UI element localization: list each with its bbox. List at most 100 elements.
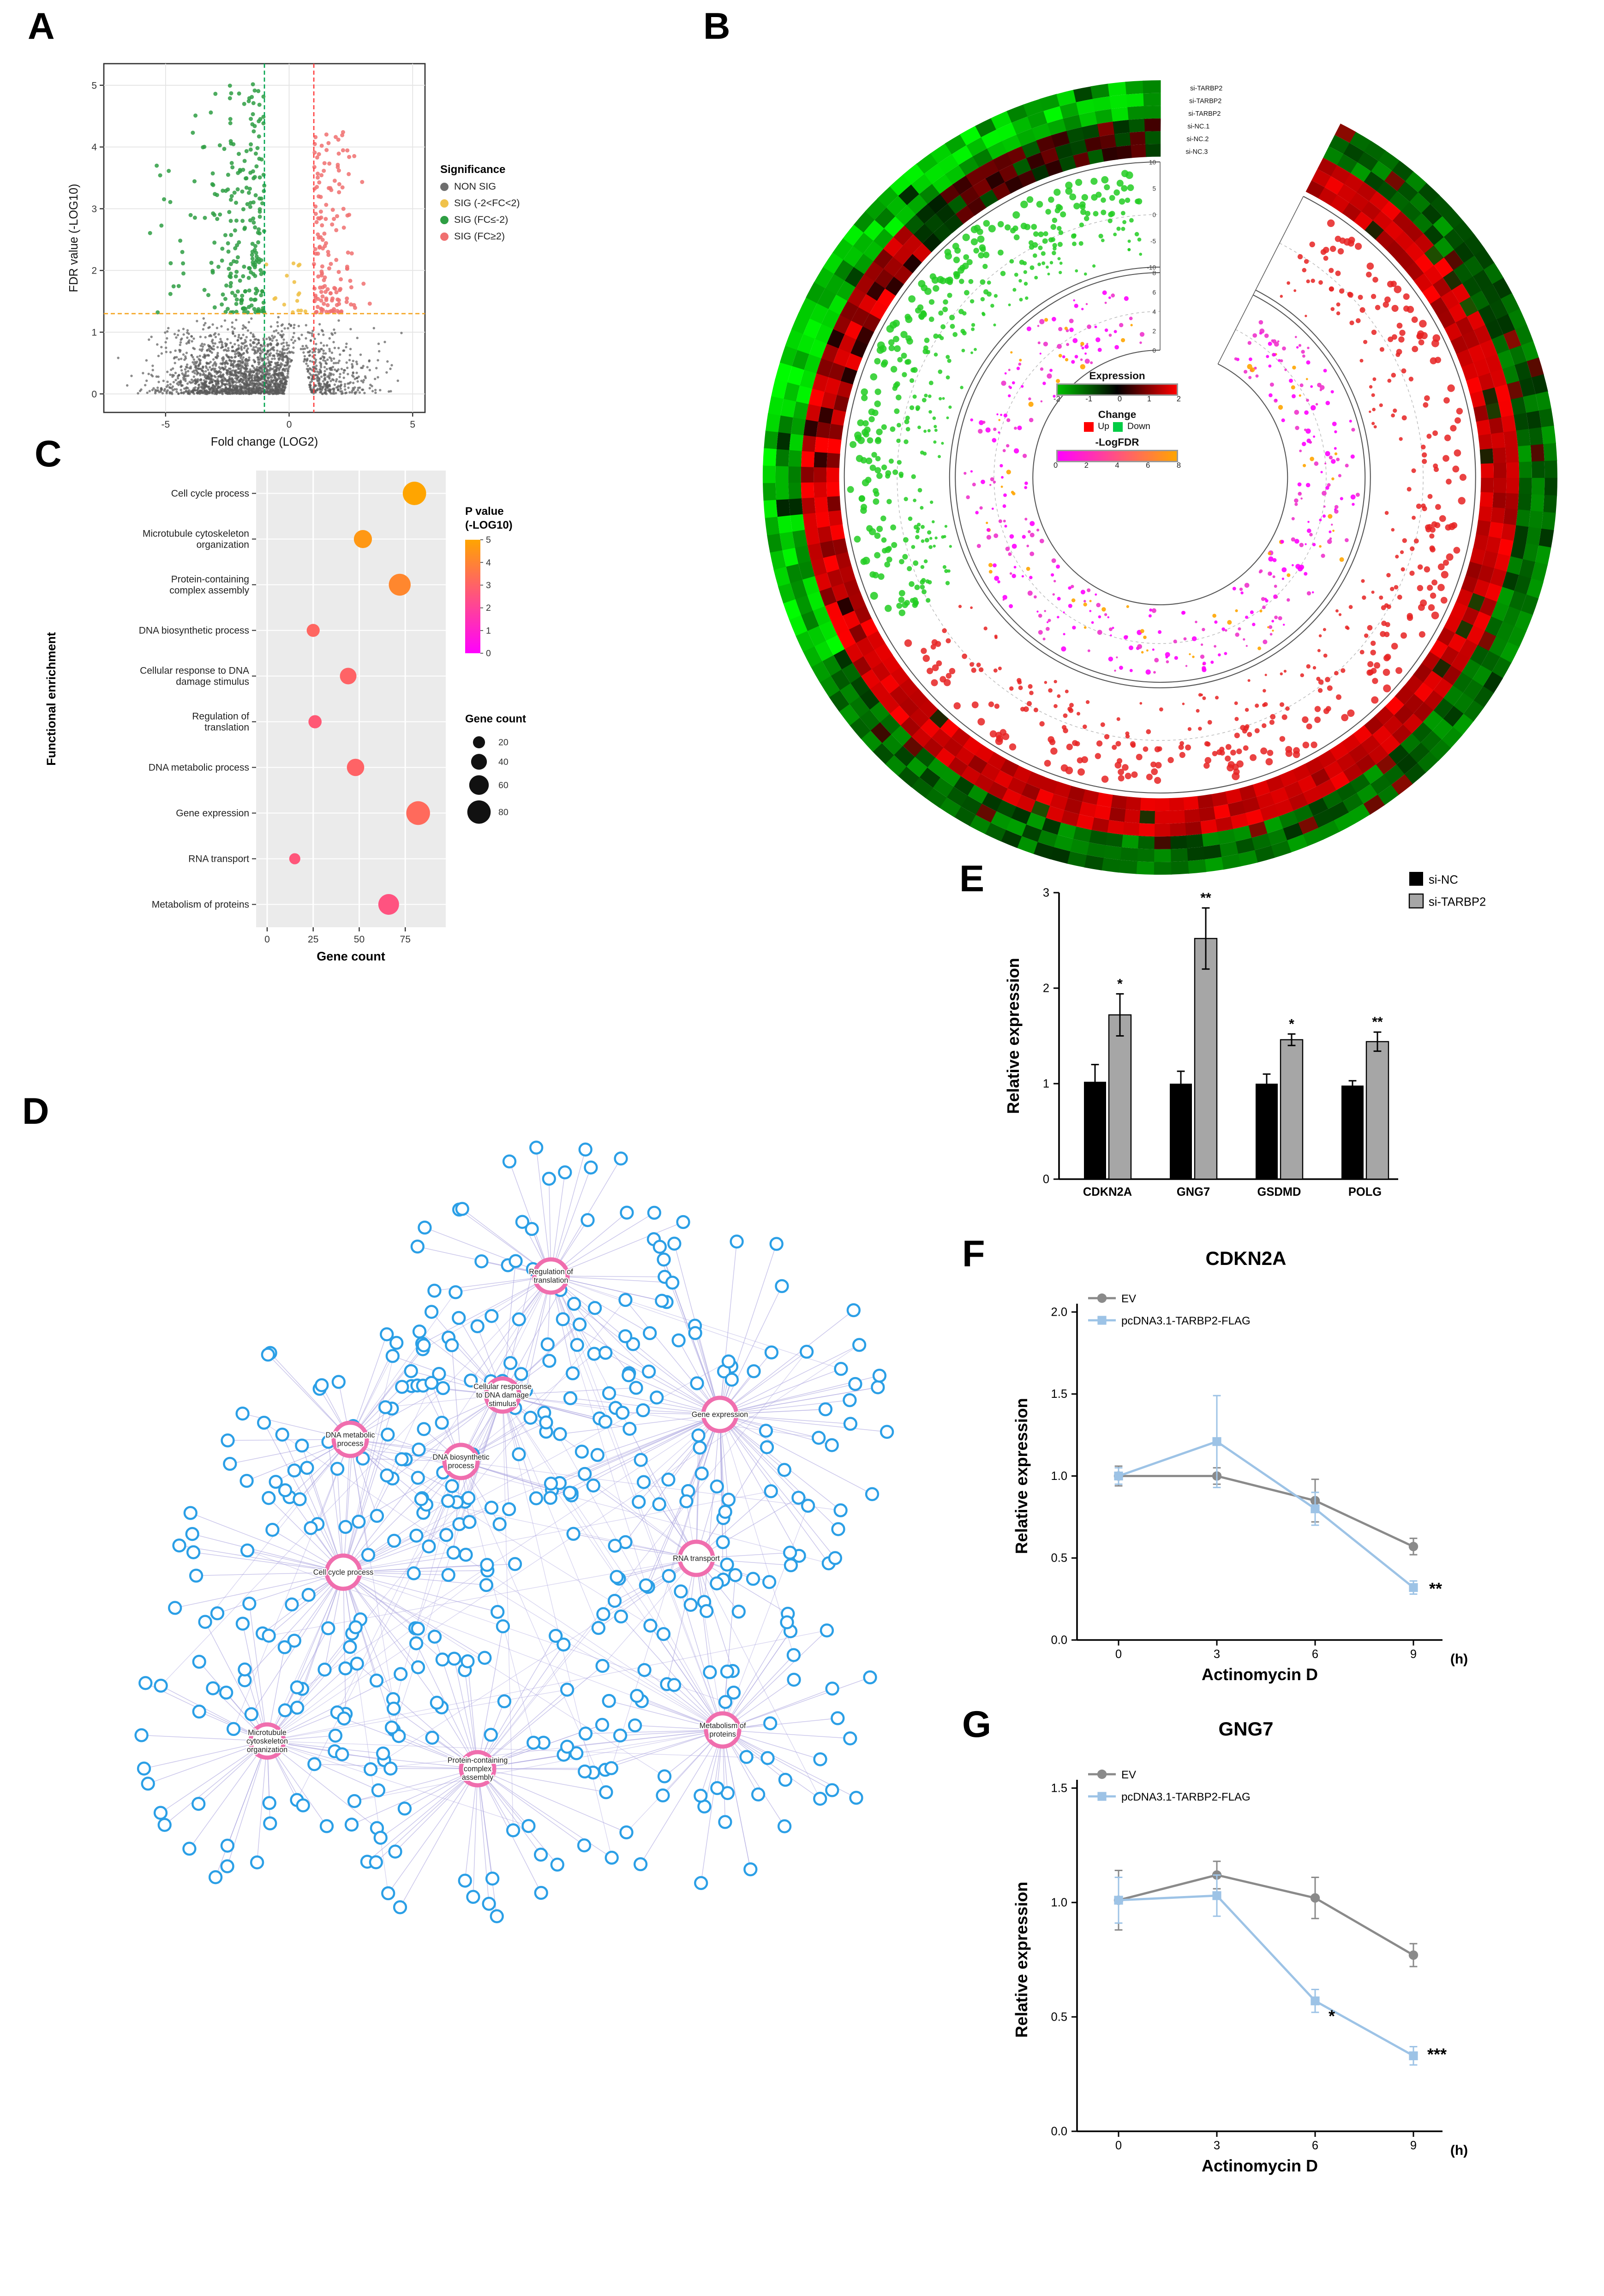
circos-inner-scale-tick: 2 xyxy=(1152,328,1156,334)
bar-si-tarbp2 xyxy=(1281,1040,1303,1179)
pvalue-tick: 1 xyxy=(486,626,491,636)
volcano-legend-item: NON SIG xyxy=(440,180,604,192)
circos-inner-scale-tick: 4 xyxy=(1152,308,1156,315)
svg-text:5: 5 xyxy=(91,80,97,91)
circos-inner-scale-tick: 6 xyxy=(1152,289,1156,296)
circos-sample-label: si-NC.3 xyxy=(1185,149,1208,156)
line-ylabel: Relative expression xyxy=(1012,1882,1031,2038)
change-swatch-icon xyxy=(1084,422,1094,432)
volcano-ylabel: FDR value (-LOG10) xyxy=(67,184,80,292)
bubble-category-label: Microtubule cytoskeleton xyxy=(143,529,249,539)
size-legend-tick: 80 xyxy=(498,807,509,817)
circos-inner-scale-tick: 8 xyxy=(1152,269,1156,276)
bar-category-label: CDKN2A xyxy=(1083,1186,1132,1199)
bubble-point xyxy=(403,482,426,505)
legend-dot-icon xyxy=(440,232,449,240)
bubble-point xyxy=(340,668,357,685)
legend-dot-icon xyxy=(440,182,449,191)
panel-label-f: F xyxy=(962,1236,985,1273)
bar-si-tarbp2 xyxy=(1109,1015,1131,1179)
bubble-point xyxy=(307,624,320,637)
volcano-legend-label: SIG (FC≤-2) xyxy=(454,213,508,226)
bubble-point xyxy=(347,759,365,776)
bubble-color-legend-title: P value xyxy=(465,505,504,518)
logfdr-tick: 0 xyxy=(1053,462,1058,471)
volcano-legend-title: Significance xyxy=(440,163,604,176)
svg-text:0: 0 xyxy=(287,419,292,430)
pvalue-tick: 5 xyxy=(486,535,491,545)
circos-change-title: Change xyxy=(1041,408,1193,421)
line-series xyxy=(1119,1896,1413,2056)
logfdr-tick: 6 xyxy=(1146,462,1150,471)
network-hub-label: organization xyxy=(247,1746,287,1754)
pvalue-tick: 3 xyxy=(486,580,491,590)
network-hub-label: Metabolism of xyxy=(700,1722,746,1730)
bubble-category-label: Metabolism of proteins xyxy=(152,900,249,910)
line-xlabel: Actinomycin D xyxy=(1202,1665,1318,1684)
network-hub-label: stimulus xyxy=(489,1400,516,1408)
svg-text:5: 5 xyxy=(410,419,415,430)
bubble-category-label: DNA biosynthetic process xyxy=(139,626,249,636)
line-ylabel: Relative expression xyxy=(1012,1398,1031,1554)
line-series xyxy=(1119,1875,1413,1955)
network-hub-label: Cellular response xyxy=(473,1383,532,1391)
bubble-category-label: Gene expression xyxy=(176,808,249,819)
panel-label-g: G xyxy=(962,1706,991,1744)
svg-text:3: 3 xyxy=(1043,886,1049,899)
circos-outer-scale-tick: 0 xyxy=(1152,211,1156,218)
bar-si-tarbp2 xyxy=(1195,938,1217,1179)
circos-outer-scale-tick: 5 xyxy=(1152,185,1156,192)
bar-category-label: GSDMD xyxy=(1257,1186,1301,1199)
bar-significance: ** xyxy=(1200,890,1211,906)
size-legend-dot xyxy=(473,736,485,748)
network-hub-label: Cell cycle process xyxy=(313,1568,373,1576)
expression-tick: 2 xyxy=(1177,396,1181,404)
bar-si-nc xyxy=(1256,1084,1278,1179)
bar-significance: * xyxy=(1289,1016,1294,1032)
panel-label-b: B xyxy=(703,8,730,46)
bubble-point xyxy=(308,715,322,728)
bubble-category-label: Regulation of xyxy=(192,711,249,722)
bar-legend-swatch xyxy=(1409,894,1423,908)
expression-gradient-bar xyxy=(1056,383,1178,396)
logfdr-tick: 2 xyxy=(1084,462,1089,471)
panel-b-circos: si-TARBP2si-TARBP2si-TARBP2si-NC.1si-NC.… xyxy=(763,80,1557,875)
network-hub-label: to DNA damage xyxy=(476,1391,529,1399)
svg-text:1: 1 xyxy=(1043,1077,1049,1090)
circos-outer-scale-tick: 10 xyxy=(1149,159,1156,166)
logfdr-tick: 8 xyxy=(1177,462,1181,471)
bubble-point xyxy=(289,853,300,864)
svg-text:2: 2 xyxy=(1043,982,1049,995)
volcano-xlabel: Fold change (LOG2) xyxy=(211,435,318,448)
volcano-legend-item: SIG (-2<FC<2) xyxy=(440,197,604,209)
bubble-category-label: DNA metabolic process xyxy=(149,763,249,773)
network-hub-label: cytoskeleton xyxy=(246,1737,288,1745)
bar-category-label: GNG7 xyxy=(1177,1186,1210,1199)
line-title: GNG7 xyxy=(1218,1718,1273,1740)
bubble-category-label: organization xyxy=(197,540,249,550)
size-legend-tick: 20 xyxy=(498,738,509,748)
network-hub-label: process xyxy=(448,1462,474,1470)
change-label: Up xyxy=(1098,422,1109,432)
bar-legend-swatch xyxy=(1409,872,1423,886)
panel-label-d: D xyxy=(22,1093,49,1131)
panel-label-a: A xyxy=(28,8,55,46)
circos-sample-label: si-NC.1 xyxy=(1187,123,1209,130)
volcano-legend-item: SIG (FC≤-2) xyxy=(440,213,604,226)
legend-dot-icon xyxy=(440,215,449,224)
size-legend-dot xyxy=(467,800,491,824)
bubble-point xyxy=(354,530,372,548)
svg-text:75: 75 xyxy=(400,934,411,945)
network-gene-nodes xyxy=(136,1142,893,1922)
network-hub-label: assembly xyxy=(462,1773,494,1782)
bubble-category-label: damage stimulus xyxy=(176,677,249,687)
change-swatch-icon xyxy=(1113,422,1123,432)
bubble-point xyxy=(378,894,399,915)
line-legend-label: pcDNA3.1-TARBP2-FLAG xyxy=(1121,1791,1251,1803)
